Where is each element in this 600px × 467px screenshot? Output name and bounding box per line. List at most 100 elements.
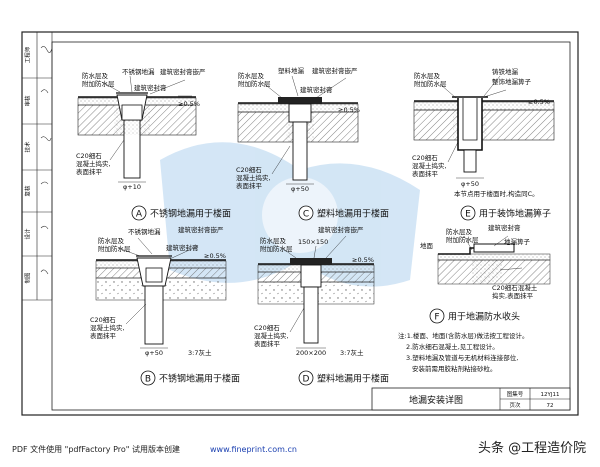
drain-pipe (463, 149, 477, 173)
b-detail-letter: B (145, 375, 151, 385)
b-dim-label: φ+50 (145, 349, 163, 357)
d-waterproof-label-2: 附加防水层 (260, 244, 293, 253)
b-detail-marker (140, 370, 156, 386)
pdf-footer-text: PDF 文件使用 "pdfFactory Pro" 试用版本创建 (12, 444, 180, 454)
e-detail-marker (460, 205, 476, 221)
approval-sidebar: 工程师 审核 技术 复核 设计 制图 (21, 32, 53, 301)
f-concrete-2: 捣实,表面抹平 (492, 291, 534, 300)
fine-concrete-fill (472, 260, 502, 284)
e-slope-label: ≥0.5% (528, 98, 550, 106)
page-number: 72 (547, 403, 554, 409)
d-detail-marker (298, 370, 314, 386)
note-line-3: 3.塑料地漏及管道与无机材料连接部位, (406, 353, 518, 362)
atlas-number: 12YJ11 (541, 392, 560, 398)
c-waterproof-label: 防水层及 (238, 71, 265, 80)
b-concrete-2: 混凝土捣实, (90, 323, 125, 332)
e-drain-label: 铸铁地漏 (492, 67, 519, 76)
d-concrete-1: C20细石 (254, 323, 280, 332)
title-block: 地漏安装详图 图集号 12YJ11 页次 72 (371, 387, 571, 411)
f-concrete-1: C20细石混凝土 (492, 283, 538, 292)
page-label: 页次 (509, 401, 521, 409)
c-detail-marker (298, 205, 314, 221)
plastic-drain-flange (290, 258, 332, 265)
leader-line (125, 303, 147, 325)
f-sealant-label: 建筑密封膏 (488, 223, 521, 232)
c-sealant-short: 建筑密封膏 (300, 85, 333, 94)
atlas-label: 图集号 (507, 390, 524, 398)
note-line-2: 2.防水细石混凝土,见工程设计。 (406, 342, 499, 351)
a-waterproof-label-2: 附加防水层 (82, 79, 115, 88)
a-concrete-2: 混凝土捣实, (76, 159, 111, 168)
f-waterproof-label: 防水层及 (446, 227, 473, 236)
note-line-1: 注:1.楼面、地面(含防水层)做法按工程设计。 (398, 331, 528, 340)
f-grate-label: 地漏箅子 (504, 237, 531, 246)
cast-iron-drain (457, 98, 483, 151)
note-line-4: 安装前需用胶粘剂粘接砂粒。 (412, 364, 497, 373)
drain-inner-wall (462, 98, 478, 141)
e-dim-label: φ+50 (461, 180, 479, 188)
a-dim-label: φ+10 (123, 183, 141, 191)
c-drain-label: 塑料地漏 (278, 66, 305, 75)
drain-pipe (144, 285, 164, 345)
e-concrete-2: 混凝土捣实, (412, 161, 447, 170)
d-slope-label: ≥0.5% (352, 256, 374, 264)
sidebar-role-3: 技术 (24, 141, 32, 153)
e-concrete-3: 表面抹平 (412, 169, 439, 178)
sidebar-role-1: 工程师 (24, 46, 32, 63)
grate-frame (473, 243, 515, 253)
a-detail-letter: A (136, 210, 143, 220)
f-detail-letter: F (434, 313, 439, 323)
drain-trap (145, 267, 163, 283)
c-detail-letter: C (303, 210, 309, 220)
leader-lines (117, 237, 199, 259)
b-waterproof-label-2: 附加防水层 (98, 244, 131, 253)
sidebar-role-6: 制图 (24, 272, 32, 284)
d-size-label: 150×150 (298, 238, 328, 246)
b-concrete-3: 表面抹平 (90, 331, 117, 340)
drain-pipe (292, 121, 308, 181)
a-slope-label: ≥0.5% (178, 100, 200, 108)
f-detail-marker (429, 308, 445, 324)
notes-block: 注:1.楼面、地面(含防水层)做法按工程设计。 2.防水细石混凝土,见工程设计。… (398, 331, 528, 373)
detail-a: 防水层及 附加防水层 不锈钢地漏 建筑密封膏嵌严 建筑密封膏 ≥0.5% C20… (76, 67, 231, 221)
pdf-footer-link[interactable]: www.fineprint.com.cn (210, 445, 297, 454)
drain-trap (121, 104, 143, 121)
leader-lines (101, 75, 192, 97)
f-waterproof-label-2: 附加防水层 (446, 235, 479, 244)
sidebar-role-4: 复核 (24, 185, 32, 197)
c-concrete-3: 表面抹平 (236, 181, 263, 190)
c-dim-label: φ+50 (291, 185, 309, 193)
b-soil-label: 3:7灰土 (188, 348, 212, 357)
a-detail-marker (131, 205, 147, 221)
e-note: 本节点用于楼面时,构造同C。 (454, 189, 539, 198)
b-drain-label: 不锈钢地漏 (128, 227, 161, 236)
b-detail-title: 不锈钢地漏用于楼面 (159, 373, 240, 385)
e-waterproof-label: 防水层及 (414, 71, 441, 80)
plastic-drain-body (300, 264, 322, 288)
plastic-drain-body (288, 103, 312, 123)
a-sealant-short: 建筑密封膏 (134, 83, 167, 92)
e-detail-letter: E (465, 210, 471, 220)
leader-lines (463, 235, 523, 271)
f-detail-title: 用于地漏防水收头 (448, 311, 520, 323)
watermark-brand: 头条 @工程造价院 (478, 440, 586, 456)
d-detail-letter: D (303, 375, 310, 385)
e-detail-title: 用于装饰地漏箅子 (479, 208, 551, 220)
a-concrete-3: 表面抹平 (76, 167, 103, 176)
sidebar-role-5: 设计 (24, 228, 32, 240)
b-sealant-label: 建筑密封膏嵌严 (178, 225, 224, 234)
b-waterproof-label: 防水层及 (98, 236, 125, 245)
b-concrete-1: C20细石 (90, 315, 116, 324)
b-slope-label: ≥0.5% (204, 252, 226, 260)
c-slope-label: ≥0.5% (338, 106, 360, 114)
detail-b: 防水层及 附加防水层 不锈钢地漏 建筑密封膏嵌严 建筑密封膏 ≥0.5% C20… (90, 225, 240, 386)
d-soil-label: 3:7灰土 (340, 348, 364, 357)
watermark-emblem (160, 142, 420, 287)
detail-c: 防水层及 附加防水层 塑料地漏 建筑密封膏嵌严 建筑密封膏 ≥0.5% C20细… (236, 66, 389, 221)
plastic-drain-flange (278, 97, 322, 104)
d-waterproof-label: 防水层及 (260, 236, 287, 245)
leader-line (447, 141, 459, 163)
f-floor-label: 地面 (420, 241, 434, 250)
